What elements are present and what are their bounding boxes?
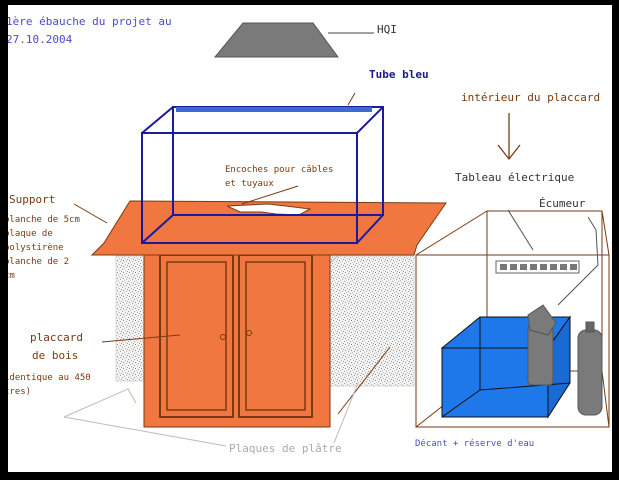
decant-label: Décant + réserve d'eau — [415, 439, 535, 449]
support-detail-2: plaque de — [8, 229, 53, 239]
support-board — [90, 200, 447, 256]
support-detail-3: polystirène — [8, 243, 64, 253]
support-label: Support — [9, 193, 56, 206]
title-line-1: 1ère ébauche du projet au — [8, 15, 172, 28]
support-detail-5: cm — [8, 271, 15, 281]
skimmer — [527, 304, 557, 386]
electrical-panel — [495, 209, 580, 274]
blue-tube-lamp — [176, 107, 372, 112]
encoches-label-line-2: et tuyaux — [225, 179, 274, 189]
aquarium-tank — [141, 106, 384, 244]
ecumeur-label: Écumeur — [539, 197, 586, 210]
skimmer-pointer — [557, 216, 599, 306]
hqi-label: HQI — [377, 23, 397, 36]
hqi-lamp — [213, 22, 374, 58]
plaques-platre-label: Plaques de plâtre — [229, 442, 342, 455]
cabinet-door-right — [238, 254, 313, 418]
drawing-canvas: 1ère ébauche du projet au 27.10.2004 HQI… — [8, 5, 612, 472]
tube-bleu-label: Tube bleu — [369, 68, 429, 81]
support-detail-1: planche de 5cm — [8, 215, 80, 225]
encoches-label-line-1: Encoches pour câbles — [225, 165, 334, 175]
pointer-lines — [73, 92, 391, 415]
identique-label-line-2: tres) — [8, 387, 32, 397]
tableau-electrique-label: Tableau électrique — [455, 171, 575, 184]
door-knob-left — [220, 334, 226, 340]
placcard-label-line-2: de bois — [32, 349, 79, 362]
down-arrow — [497, 113, 521, 161]
interieur-placcard-label: intérieur du placcard — [461, 91, 601, 104]
door-knob-right — [246, 330, 252, 336]
placcard-label-line-1: placcard — [30, 331, 83, 344]
support-detail-4: planche de 2 — [8, 257, 70, 267]
title-line-2: 27.10.2004 — [8, 33, 73, 46]
aquarium-diagram — [63, 22, 610, 447]
gas-bottle — [577, 321, 603, 416]
wood-cabinet — [143, 246, 331, 428]
plaster-pointers — [63, 382, 359, 447]
identique-label-line-1: identique au 450 — [8, 373, 91, 383]
